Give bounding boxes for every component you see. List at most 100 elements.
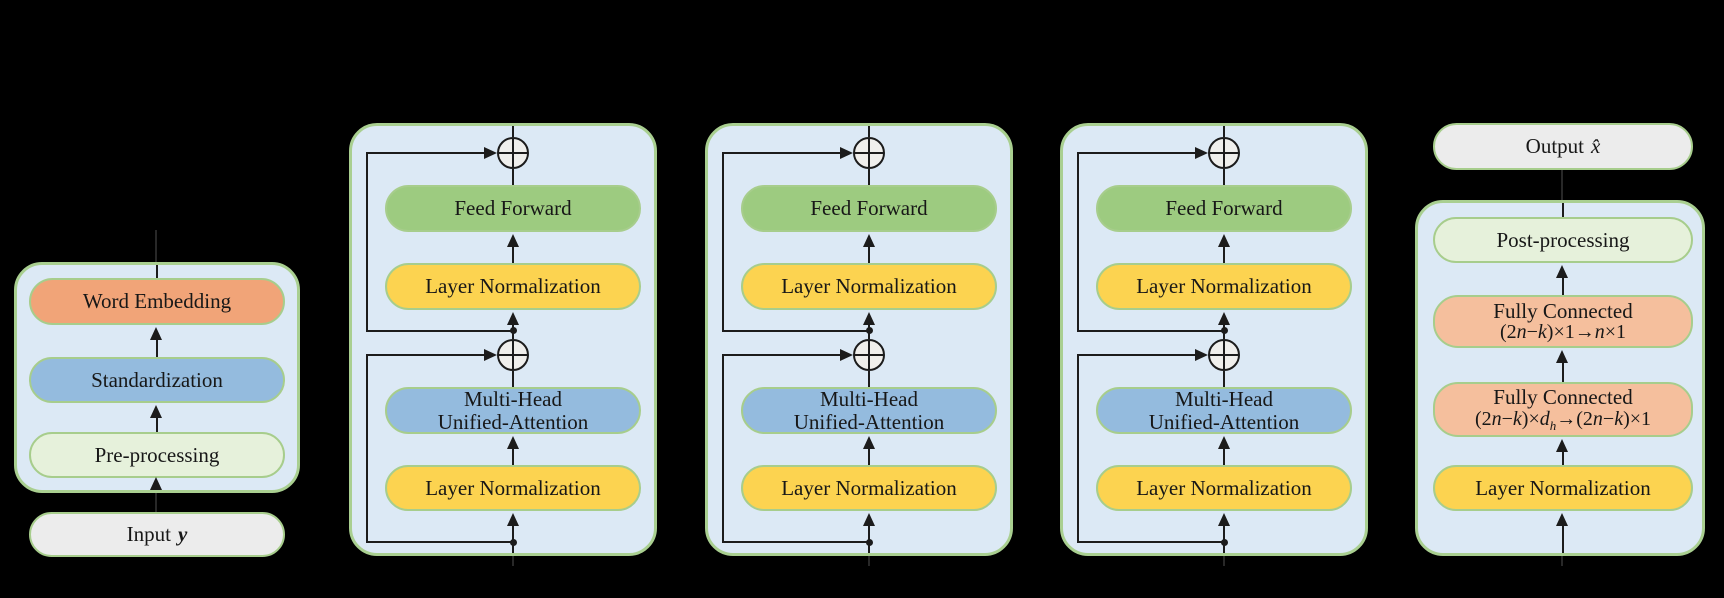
plus-vertical [511,341,515,369]
layer-normalization-label: Layer Normalization [425,274,601,299]
plus-vertical [1222,139,1226,167]
residual-connection-line [722,152,724,332]
arrowhead-up-icon [1218,234,1230,247]
residual-connection-line [366,541,513,543]
layer-normalization-box: Layer Normalization [385,465,641,511]
arrowhead-up-icon [1218,436,1230,449]
encoder-block-1: Feed Forward Layer Normalization Multi-H… [349,123,657,556]
attention-label-line1: Multi-Head [820,387,918,412]
arrowhead-up-icon [863,234,875,247]
output-variable: x̂ [1591,134,1601,159]
feed-forward-label: Feed Forward [810,196,928,221]
connector-line [868,371,870,387]
arrowhead-up-icon [1556,439,1568,452]
pre-processing-label: Pre-processing [94,442,220,467]
residual-connection-line [1077,354,1079,543]
add-circle-icon [497,137,529,169]
layer-normalization-label: Layer Normalization [1136,274,1312,299]
input-variable: y [178,522,188,547]
arrowhead-right-icon [840,147,853,159]
input-box: Input y [29,512,285,557]
feed-forward-box: Feed Forward [1096,185,1352,232]
connector-line [1561,170,1563,200]
residual-connection-line [1077,152,1079,332]
standardization-box: Standardization [29,357,285,403]
arrowhead-right-icon [484,349,497,361]
pre-processing-box: Pre-processing [29,432,285,478]
post-processing-box: Post-processing [1433,217,1693,263]
fully-connected-label: Fully Connected [1493,385,1633,410]
connector-line [1562,526,1564,553]
attention-label-line2: Unified-Attention [1148,409,1300,434]
attention-label-line2: Unified-Attention [437,409,589,434]
connector-line [156,418,158,432]
connector-line [512,371,514,387]
word-embedding-label: Word Embedding [82,289,232,314]
fully-connected-label: Fully Connected [1493,298,1633,323]
connector-line [1562,363,1564,382]
word-embedding-box: Word Embedding [29,278,285,325]
input-label: Input [126,522,171,547]
arrowhead-up-icon [1556,350,1568,363]
residual-connection-line [722,541,869,543]
arrowhead-up-icon [863,312,875,325]
post-processing-label: Post-processing [1496,227,1630,252]
residual-connection-line [1077,354,1195,356]
residual-connection-line [722,354,724,543]
arrowhead-right-icon [1195,349,1208,361]
layer-normalization-label: Layer Normalization [781,475,957,500]
fully-connected-box-bottom: Fully Connected (2n−k)×dh→(2n−k)×1 [1433,382,1693,437]
attention-label-line1: Multi-Head [464,387,562,412]
connector-line [868,247,870,263]
junction-dot [510,327,517,334]
residual-connection-line [1077,330,1224,332]
arrowhead-right-icon [484,147,497,159]
connector-line [1223,126,1225,137]
residual-connection-line [366,152,484,154]
residual-connection-line [722,152,840,154]
connector-line [1223,371,1225,387]
feed-forward-box: Feed Forward [385,185,641,232]
add-circle-icon [853,339,885,371]
attention-label-line1: Multi-Head [1175,387,1273,412]
connector-line [155,230,157,262]
output-box: Output x̂ [1433,123,1693,170]
arrowhead-up-icon [507,436,519,449]
connector-line [868,449,870,465]
attention-label-line2: Unified-Attention [793,409,945,434]
arrowhead-up-icon [150,405,162,418]
arrowhead-up-icon [863,436,875,449]
encoder-block-3: Feed Forward Layer Normalization Multi-H… [1060,123,1368,556]
connector-line [512,247,514,263]
arrowhead-up-icon [1556,513,1568,526]
arrowhead-right-icon [840,349,853,361]
junction-dot [510,539,517,546]
layer-normalization-label: Layer Normalization [781,274,957,299]
plus-vertical [1222,341,1226,369]
connector-line [1562,452,1564,465]
connector-line [868,169,870,185]
residual-connection-line [366,354,484,356]
arrowhead-up-icon [507,312,519,325]
standardization-label: Standardization [91,367,223,392]
connector-line [1223,247,1225,263]
junction-dot [1221,327,1228,334]
connector-line [1223,169,1225,185]
output-label: Output [1525,134,1584,159]
add-circle-icon [497,339,529,371]
connector-line [512,169,514,185]
connector-line [512,449,514,465]
residual-connection-line [366,152,368,332]
layer-normalization-box: Layer Normalization [385,263,641,310]
encoder-block-2: Feed Forward Layer Normalization Multi-H… [705,123,1013,556]
arrowhead-right-icon [1195,147,1208,159]
connector-line [512,126,514,137]
connector-line [868,556,870,566]
layer-normalization-box: Layer Normalization [741,263,997,310]
layer-normalization-label: Layer Normalization [425,475,601,500]
connector-line [1561,556,1563,566]
arrowhead-up-icon [863,513,875,526]
junction-dot [1221,539,1228,546]
layer-normalization-box: Layer Normalization [1096,465,1352,511]
